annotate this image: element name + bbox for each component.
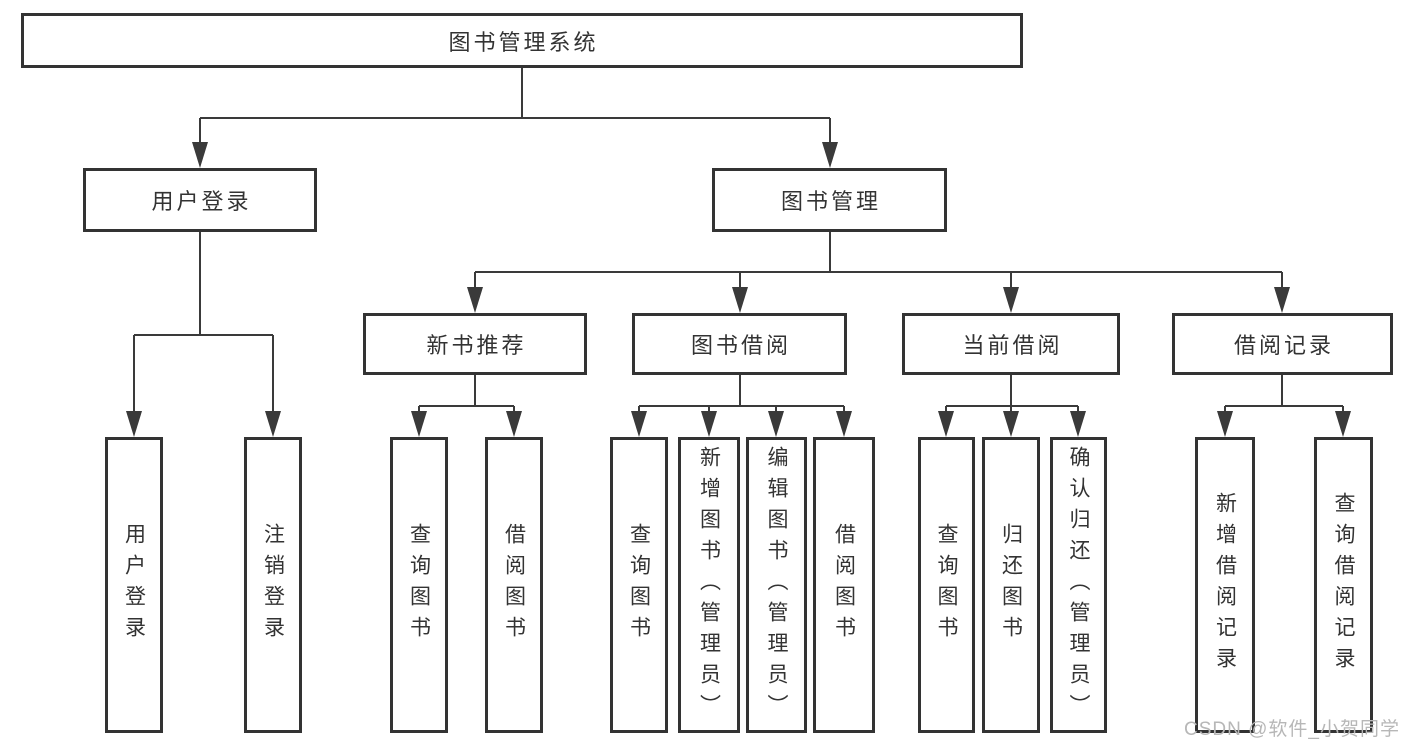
watermark: CSDN @软件_小贺同学: [1184, 719, 1400, 740]
leaf-return-books: 归还图书: [982, 437, 1040, 733]
leaf-query-borrow-record: 查询借阅记录: [1314, 437, 1373, 733]
leaf-logout: 注销登录: [244, 437, 302, 733]
leaf-query-borrow-record-label: 查询借阅记录: [1332, 492, 1355, 678]
arrow-down-icon: [1070, 411, 1086, 437]
node-user-login-label: 用户登录: [151, 189, 252, 214]
node-current-borrowing-label: 当前借阅: [962, 333, 1063, 358]
node-book-management: 图书管理: [712, 168, 947, 232]
leaf-query-books-1: 查询图书: [390, 437, 448, 733]
node-book-borrowing-label: 图书借阅: [690, 333, 791, 358]
leaf-user-login-label: 用户登录: [122, 523, 146, 647]
arrow-down-icon: [467, 287, 483, 313]
arrow-down-icon: [192, 142, 208, 168]
node-new-book-recommend-label: 新书推荐: [426, 333, 527, 358]
arrow-down-icon: [1274, 287, 1290, 313]
leaf-add-books-admin-label: 新增图书（管理员）: [697, 445, 721, 725]
leaf-borrow-books-2-label: 借阅图书: [832, 523, 856, 647]
node-user-login: 用户登录: [83, 168, 317, 232]
arrow-down-icon: [701, 411, 717, 437]
leaf-add-borrow-record: 新增借阅记录: [1195, 437, 1255, 733]
leaf-return-books-label: 归还图书: [999, 523, 1023, 647]
leaf-borrow-books-1: 借阅图书: [485, 437, 543, 733]
leaf-query-books-2: 查询图书: [610, 437, 668, 733]
node-current-borrowing: 当前借阅: [902, 313, 1120, 375]
arrow-down-icon: [411, 411, 427, 437]
leaf-add-borrow-record-label: 新增借阅记录: [1213, 492, 1237, 678]
node-new-book-recommend: 新书推荐: [363, 313, 587, 375]
node-borrowing-records-label: 借阅记录: [1233, 333, 1334, 358]
arrow-down-icon: [1217, 411, 1233, 437]
leaf-query-books-2-label: 查询图书: [627, 523, 651, 647]
leaf-confirm-return-admin-label: 确认归还（管理员）: [1067, 445, 1090, 725]
node-borrowing-records: 借阅记录: [1172, 313, 1393, 375]
node-book-borrowing: 图书借阅: [632, 313, 847, 375]
node-root-label: 图书管理系统: [448, 29, 599, 55]
arrow-down-icon: [938, 411, 954, 437]
arrow-down-icon: [1003, 411, 1019, 437]
arrow-down-icon: [768, 411, 784, 437]
node-root: 图书管理系统: [21, 13, 1023, 68]
leaf-confirm-return-admin: 确认归还（管理员）: [1050, 437, 1107, 733]
leaf-user-login: 用户登录: [105, 437, 163, 733]
leaf-borrow-books-2: 借阅图书: [813, 437, 875, 733]
leaf-edit-books-admin: 编辑图书（管理员）: [746, 437, 807, 733]
arrow-down-icon: [1335, 411, 1351, 437]
arrow-down-icon: [265, 411, 281, 437]
leaf-query-books-1-label: 查询图书: [407, 523, 431, 647]
leaf-query-books-3-label: 查询图书: [935, 523, 958, 647]
node-book-management-label: 图书管理: [780, 189, 881, 214]
arrow-down-icon: [732, 287, 748, 313]
leaf-borrow-books-1-label: 借阅图书: [502, 523, 526, 647]
leaf-edit-books-admin-label: 编辑图书（管理员）: [765, 445, 788, 725]
arrow-down-icon: [126, 411, 142, 437]
arrow-down-icon: [822, 142, 838, 168]
arrow-down-icon: [631, 411, 647, 437]
leaf-add-books-admin: 新增图书（管理员）: [678, 437, 740, 733]
leaf-logout-label: 注销登录: [261, 523, 285, 647]
arrow-down-icon: [1003, 287, 1019, 313]
arrow-down-icon: [506, 411, 522, 437]
arrow-down-icon: [836, 411, 852, 437]
leaf-query-books-3: 查询图书: [918, 437, 975, 733]
